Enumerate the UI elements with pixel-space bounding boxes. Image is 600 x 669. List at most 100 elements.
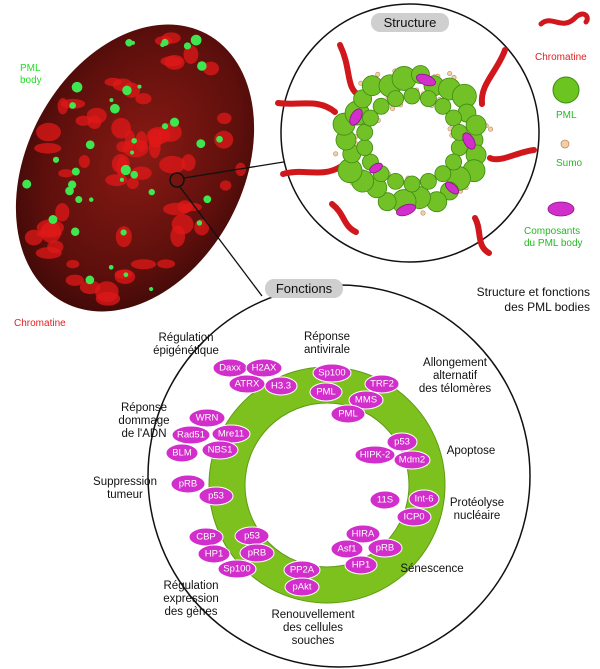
sumo-dot — [420, 210, 426, 216]
pml-sphere — [465, 114, 487, 136]
protein-label-asf1: Asf1 — [337, 544, 356, 555]
cat-reponse-dommage-1: Réponse — [121, 402, 167, 414]
cat-allongement-3: des télomères — [419, 383, 491, 395]
cat-suppression-tumeur-1: Suppression — [93, 476, 157, 488]
protein-label-mdm2: Mdm2 — [399, 455, 425, 466]
chromatin-spots — [24, 32, 247, 306]
protein-label-atrx: ATRX — [235, 379, 260, 390]
protein-pill-icp0: ICP0 — [396, 507, 432, 527]
cat-regulation-expression-3: des gènes — [164, 606, 217, 618]
pml-sphere — [434, 165, 452, 183]
protein-label-mre11: Mre11 — [218, 429, 244, 440]
protein-label-cbp: CBP — [196, 532, 216, 543]
protein-pill-mre11: Mre11 — [211, 424, 251, 444]
cat-reponse-antivirale-1: Réponse — [304, 331, 350, 343]
protein-label-h2ax: H2AX — [252, 363, 277, 374]
functions-title: Fonctions — [276, 281, 333, 296]
protein-pill-atrx: ATRX — [228, 374, 266, 394]
protein-label-p53_bl: p53 — [244, 531, 260, 542]
protein-label-int6: Int-6 — [414, 494, 433, 505]
legend-pml-icon — [552, 76, 580, 104]
pml-body-spot — [183, 42, 192, 50]
cat-regulation-epigenetique-1: Régulation — [159, 332, 214, 344]
cat-proteolyse-2: nucléaire — [454, 510, 501, 522]
pml-body-spot — [71, 167, 80, 176]
chromatin-spot — [34, 142, 62, 154]
zoom-marker — [169, 172, 185, 188]
cat-senescence: Sénescence — [400, 563, 463, 575]
protein-pill-daxx: Daxx — [212, 358, 248, 378]
pml-body-spot — [161, 38, 169, 47]
protein-pill-rad51: Rad51 — [171, 425, 211, 445]
protein-pill-prb_left: pRB — [170, 474, 206, 494]
chromatin-spot — [130, 259, 157, 270]
protein-label-prb_br: pRB — [376, 543, 394, 554]
cat-reponse-dommage-3: de l'ADN — [121, 428, 166, 440]
protein-pill-pml_top: PML — [309, 382, 343, 402]
chromatin-spot — [219, 180, 232, 191]
protein-pill-sp100_top: Sp100 — [312, 363, 352, 383]
nucleus-body — [15, 24, 255, 312]
pml-sphere — [356, 139, 374, 157]
chromatin-spot — [183, 45, 199, 64]
chromatin-spot — [95, 281, 119, 303]
chromatin-spot — [115, 226, 132, 248]
cat-renouvellement-2: des cellules — [283, 622, 343, 634]
protein-label-pml_top: PML — [316, 387, 336, 398]
protein-pill-pp2a: PP2A — [283, 560, 321, 580]
protein-pill-sp100_bl: Sp100 — [217, 559, 257, 579]
pml-body-spot — [69, 102, 76, 109]
structure-legend: Chromatine PML Sumo Composants du PML bo… — [524, 11, 590, 249]
pml-body-spot — [169, 117, 180, 127]
pml-body-spot — [22, 179, 32, 189]
pml-body-label-line2: body — [20, 75, 42, 86]
protein-pill-nbs1: NBS1 — [201, 440, 239, 460]
pml-body-spot — [110, 103, 120, 114]
functions-ring-inner-edge — [244, 402, 410, 568]
pml-body-spot — [137, 84, 142, 89]
protein-pill-asf1: Asf1 — [330, 539, 364, 559]
pml-body-spot — [196, 139, 206, 149]
cat-suppression-tumeur-2: tumeur — [107, 489, 143, 501]
chromatin-spot — [111, 117, 131, 139]
pml-sphere — [445, 153, 462, 171]
protein-label-icp0: ICP0 — [403, 512, 424, 523]
functions-title-pill — [265, 279, 343, 298]
pml-body-spot — [123, 272, 129, 278]
pml-sphere — [403, 87, 421, 105]
chromatin-spot — [157, 259, 176, 269]
cat-regulation-expression-2: expression — [163, 593, 219, 605]
chromatin-spot — [35, 247, 62, 259]
protein-label-pakt: pAkt — [292, 582, 311, 593]
pml-body-components — [349, 73, 476, 217]
protein-pill-prb_br: pRB — [367, 538, 403, 558]
cat-reponse-antivirale-2: antivirale — [304, 344, 350, 356]
protein-label-hipk2: HIPK-2 — [360, 450, 391, 461]
legend-sumo-label: Sumo — [556, 158, 583, 169]
pml-body-spot — [190, 34, 202, 46]
chromatin-spot — [122, 139, 149, 158]
protein-pill-p53_left: p53 — [198, 486, 234, 506]
protein-pill-h2ax: H2AX — [245, 358, 283, 378]
chromatin-spot — [202, 61, 220, 76]
cat-allongement-2: alternatif — [433, 370, 478, 382]
legend-pml-label: PML — [556, 110, 577, 121]
pml-body-spot — [148, 188, 155, 196]
pml-sphere — [387, 90, 404, 108]
pml-sphere — [420, 90, 437, 108]
legend-sumo-icon — [560, 139, 570, 149]
pml-body-spot — [48, 215, 58, 224]
protein-pill-blm: BLM — [165, 443, 199, 463]
cat-reponse-dommage-2: dommage — [118, 415, 169, 427]
protein-label-trf2: TRF2 — [370, 379, 394, 390]
chromatin-spot — [159, 155, 186, 174]
legend-chromatine-icon — [538, 11, 590, 27]
pml-body-spot — [161, 123, 169, 130]
chromatin-spot — [86, 107, 107, 124]
chromatin-spot — [78, 155, 90, 168]
legend-chromatine-label: Chromatine — [535, 52, 587, 63]
